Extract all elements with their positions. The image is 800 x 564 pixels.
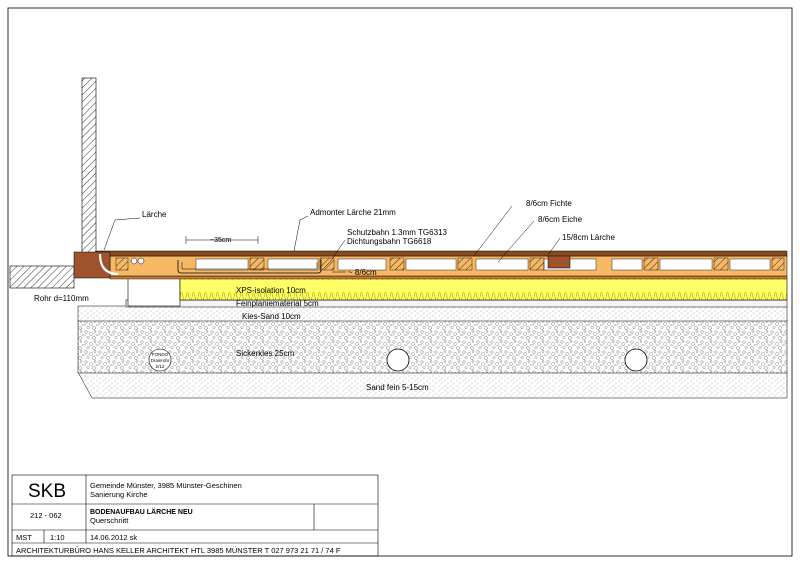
label-feinplanie: Feinplaniematerial 5cm	[236, 299, 319, 308]
leader-lines	[103, 205, 561, 273]
label-eiche: 8/6cm Eiche	[538, 215, 583, 224]
gravel-layer	[77, 319, 788, 374]
label-dichtungsbahn: Dichtungsbahn TG6618	[347, 237, 432, 246]
drawing-subtitle: Querschnitt	[90, 516, 129, 525]
label-xps: XPS-isolation 10cm	[236, 286, 306, 295]
svg-text:2/12: 2/12	[156, 364, 165, 369]
svg-text:FONDO: FONDO	[152, 352, 169, 357]
label-laerche-15: 15/8cm Lärche	[562, 233, 615, 242]
label-laerche-edge: Lärche	[142, 210, 167, 219]
label-schutzbahn: Schutzbahn 1.3mm TG6313	[347, 228, 447, 237]
label-spacing: ~35cm	[210, 237, 231, 244]
title-block	[11, 474, 379, 557]
label-fichte: 8/6cm Fichte	[526, 199, 572, 208]
drawing-date: 14.06.2012 sk	[90, 533, 137, 542]
sleeper-gaps	[195, 258, 771, 271]
svg-text:Drainrohr: Drainrohr	[151, 358, 170, 363]
sheet-frame	[7, 7, 793, 557]
scale-label: MST	[16, 533, 32, 542]
pipe-box	[127, 277, 181, 307]
label-kies-sand: Kies-Sand 10cm	[242, 312, 301, 321]
drain-pipes	[386, 348, 648, 372]
client-line2: Sanierung Kirche	[90, 490, 148, 499]
edge-block	[73, 251, 111, 279]
scale-value: 1:10	[50, 533, 65, 542]
drain-tag: FONDO Drainrohr 2/12	[148, 348, 172, 372]
outside-ground	[9, 265, 75, 289]
heating-loop	[177, 260, 322, 274]
wall	[81, 77, 97, 255]
edge-bend	[98, 253, 119, 276]
office-footer: ARCHITEKTURBÜRO HANS KELLER ARCHITEKT HT…	[16, 546, 341, 555]
label-sand: Sand fein 5-15cm	[366, 383, 429, 392]
floorboard	[95, 250, 788, 257]
logo: SKB	[28, 481, 66, 502]
feinplanie-layer	[125, 299, 788, 308]
label-rohr: Rohr d=110mm	[34, 294, 89, 303]
small-pipes	[130, 257, 145, 265]
drawing-title: BODENAUFBAU LÄRCHE NEU	[90, 508, 193, 516]
sand-layer	[77, 371, 788, 399]
spacing-dimension	[185, 236, 259, 244]
label-sickerkies: Sickerkies 25cm	[236, 349, 295, 358]
label-approx-6: ~ 8/6cm	[348, 268, 377, 277]
kies-sand-layer	[77, 305, 788, 322]
plan-number: 212 - 062	[30, 511, 62, 520]
label-admonter: Admonter Lärche 21mm	[310, 208, 396, 217]
client-line1: Gemeinde Münster, 3985 Münster-Geschinen	[90, 481, 242, 490]
sealing-membrane	[109, 275, 788, 280]
sleepers	[115, 257, 785, 271]
